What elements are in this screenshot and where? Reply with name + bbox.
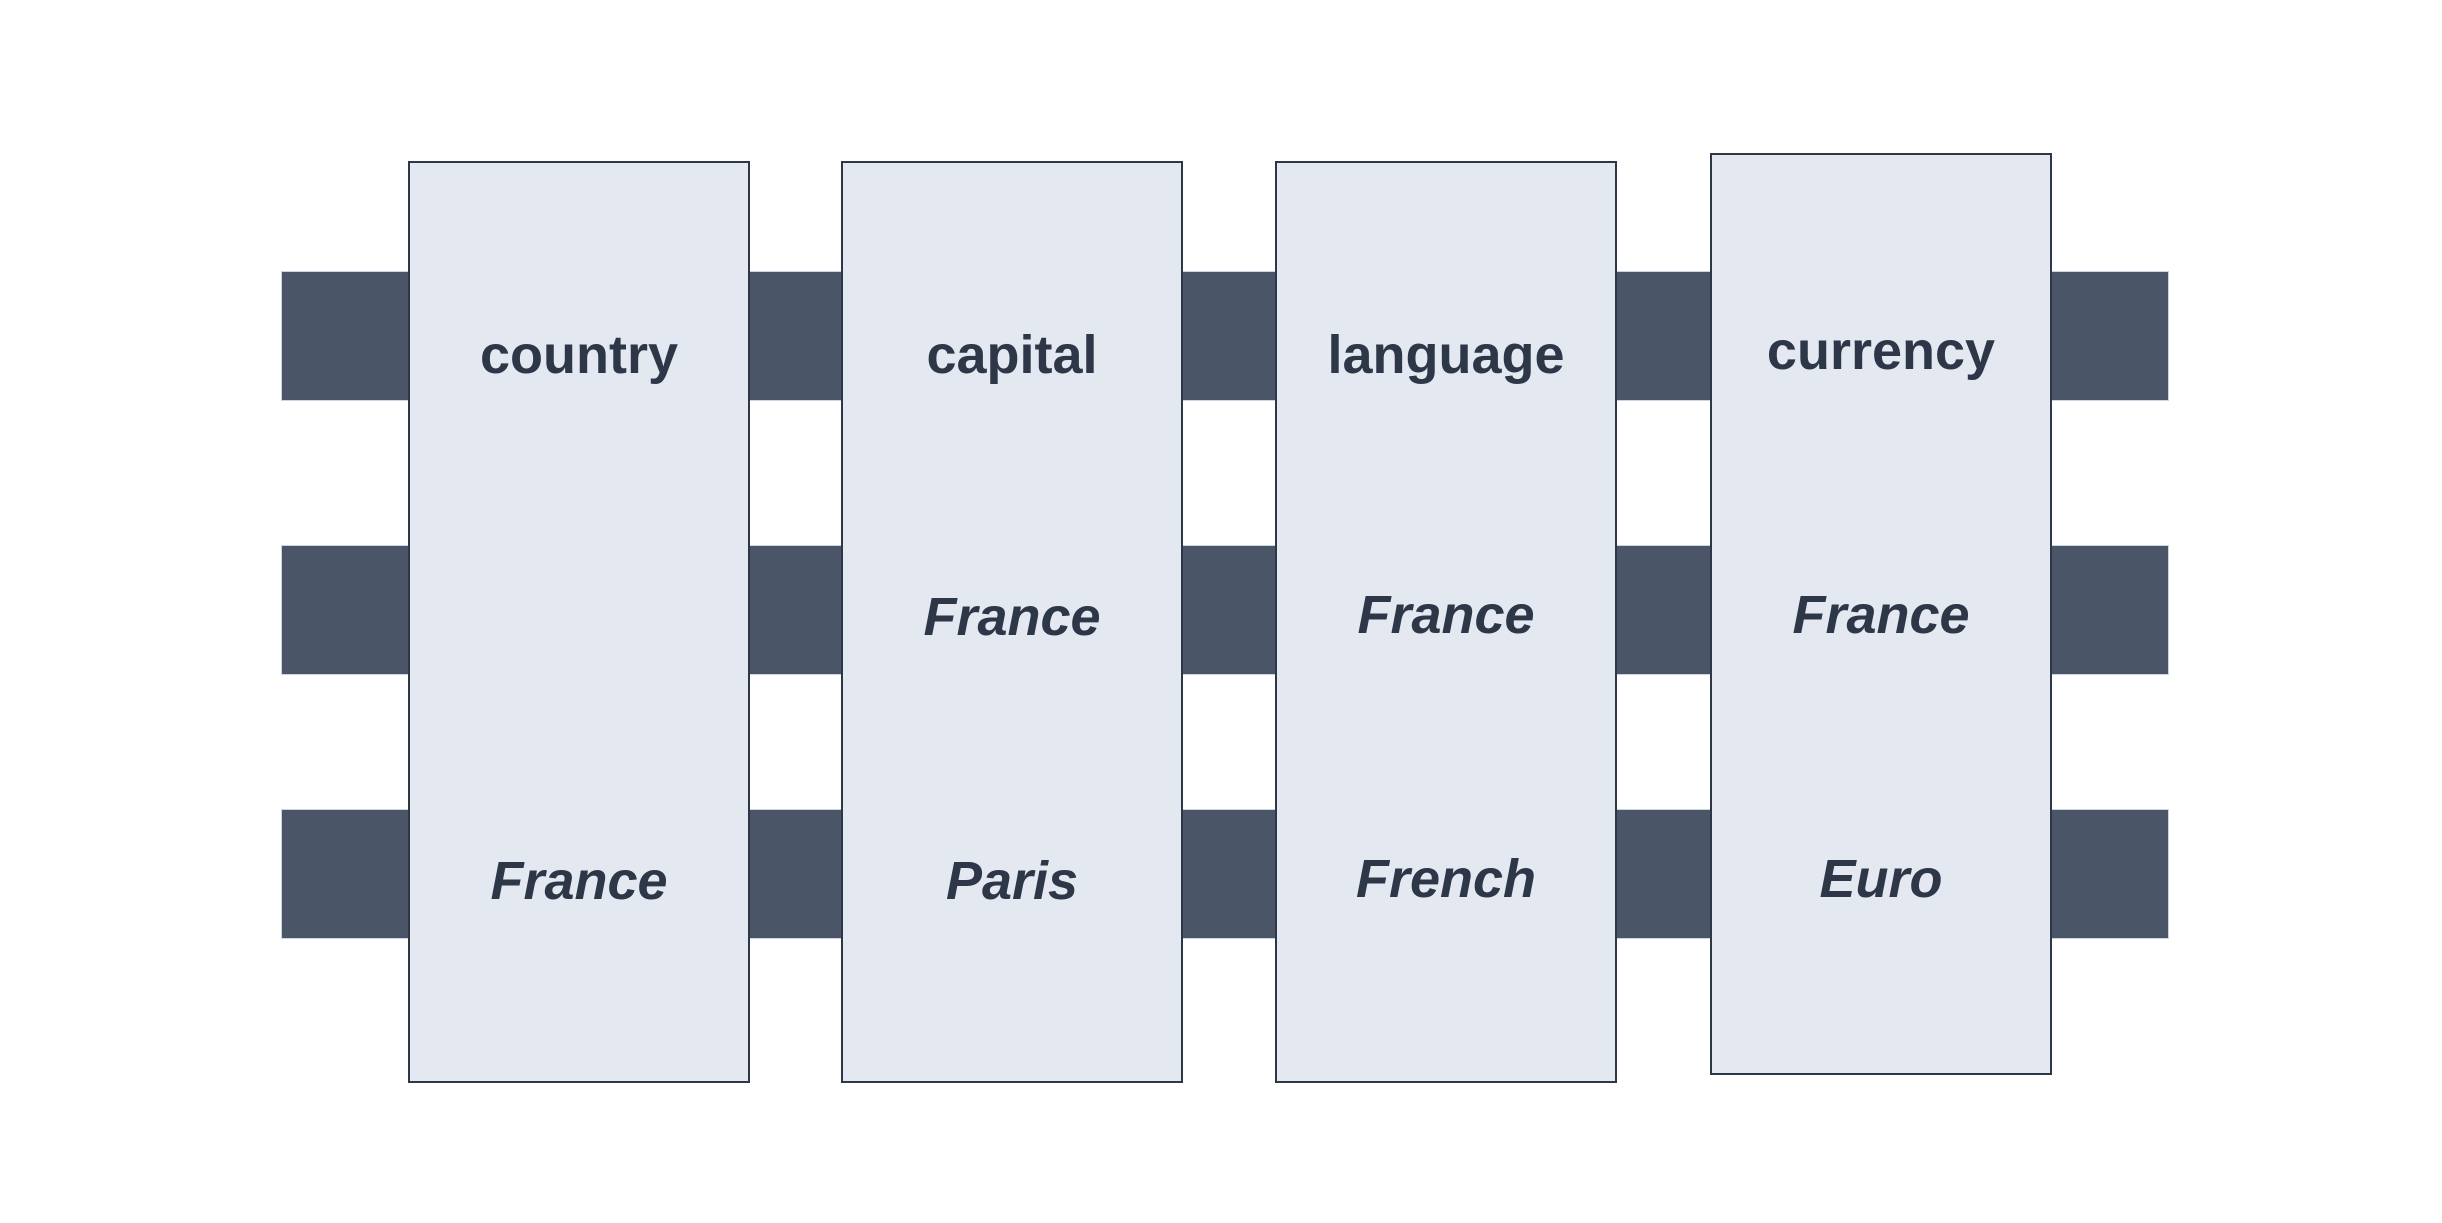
column-value-capital-1: France xyxy=(923,587,1101,647)
column-value-country-2: France xyxy=(490,851,668,911)
column-header-currency: currency xyxy=(1766,321,1996,381)
column-value-language-2: French xyxy=(1355,849,1537,909)
column-language: language France French xyxy=(1275,161,1617,1083)
column-capital: capital France Paris xyxy=(841,161,1183,1083)
column-header-capital: capital xyxy=(926,325,1098,385)
column-value-currency-1: France xyxy=(1792,585,1970,645)
column-value-capital-2: Paris xyxy=(945,851,1079,911)
column-header-country: country xyxy=(479,325,679,385)
column-header-language: language xyxy=(1327,325,1565,385)
column-currency: currency France Euro xyxy=(1710,153,2052,1075)
column-country: country France xyxy=(408,161,750,1083)
column-value-language-1: France xyxy=(1357,585,1535,645)
column-value-currency-2: Euro xyxy=(1819,849,1943,909)
